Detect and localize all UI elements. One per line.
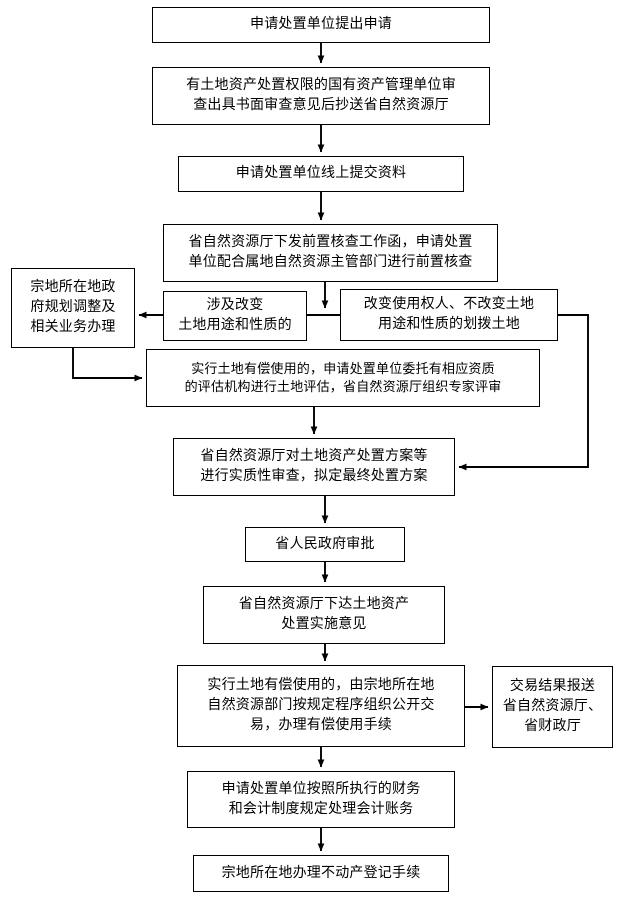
node-apply-unit-submit-application: 申请处置单位提出申请 [152,7,490,43]
node-label: 省自然资源厅对土地资产处置方案等 进行实质性审查，拟定最终处置方案 [200,449,428,484]
node-label: 实行土地有偿使用的，由宗地所在地 自然资源部门按规定程序组织公开交 易，办理有偿… [207,678,435,733]
connector-arrow-n5-to-n8 [72,348,143,382]
node-branch-change-land-use: 涉及改变 土地用途和性质的 [163,291,307,341]
node-label: 宗地所在地办理不动产登记手续 [221,865,421,881]
node-local-government-planning-adjustment: 宗地所在地政 府规划调整及 相关业务办理 [11,268,135,348]
node-state-asset-unit-review: 有土地资产处置权限的国有资产管理单位审 查出具书面审查意见后抄送省自然资源厅 [152,67,490,125]
node-label: 实行土地有偿使用的，申请处置单位委托有相应资质 的评估机构进行土地评估，省自然资… [184,360,502,394]
node-label: 改变使用权人、不改变土地 用途和性质的划拨土地 [363,297,535,332]
node-label: 交易结果报送 省自然资源厅、 省财政厅 [502,679,603,734]
node-label: 省人民政府审批 [275,536,375,552]
node-report-trading-result: 交易结果报送 省自然资源厅、 省财政厅 [492,666,613,748]
node-land-valuation-expert-review: 实行土地有偿使用的，申请处置单位委托有相应资质 的评估机构进行土地评估，省自然资… [146,349,540,407]
node-real-estate-registration: 宗地所在地办理不动产登记手续 [193,855,449,892]
node-label: 申请处置单位线上提交资料 [235,166,407,182]
node-issue-implementation-opinion: 省自然资源厅下达土地资产 处置实施意见 [203,586,445,644]
node-substantive-review-final-plan: 省自然资源厅对土地资产处置方案等 进行实质性审查，拟定最终处置方案 [173,438,455,496]
node-provincial-government-approval: 省人民政府审批 [245,527,405,562]
node-label: 宗地所在地政 府规划调整及 相关业务办理 [30,280,116,335]
node-label: 省自然资源厅下达土地资产 处置实施意见 [238,597,410,632]
node-accounting-treatment: 申请处置单位按照所执行的财务 和会计制度规定处理会计账务 [187,771,455,828]
node-label: 申请处置单位按照所执行的财务 和会计制度规定处理会计账务 [221,781,421,817]
node-public-trading-paid-use: 实行土地有偿使用的，由宗地所在地 自然资源部门按规定程序组织公开交 易，办理有偿… [177,665,465,747]
node-branch-change-user-allocated-land: 改变使用权人、不改变土地 用途和性质的划拨土地 [340,289,558,341]
node-pre-verification-letter: 省自然资源厅下发前置核查工作函，申请处置 单位配合属地自然资源主管部门进行前置核… [163,224,498,282]
node-online-submit-materials: 申请处置单位线上提交资料 [178,156,464,192]
node-label: 涉及改变 土地用途和性质的 [178,298,292,333]
node-label: 省自然资源厅下发前置核查工作函，申请处置 单位配合属地自然资源主管部门进行前置核… [188,235,473,270]
node-label: 申请处置单位提出申请 [250,17,392,33]
node-label: 有土地资产处置权限的国有资产管理单位审 查出具书面审查意见后抄送省自然资源厅 [186,78,456,113]
